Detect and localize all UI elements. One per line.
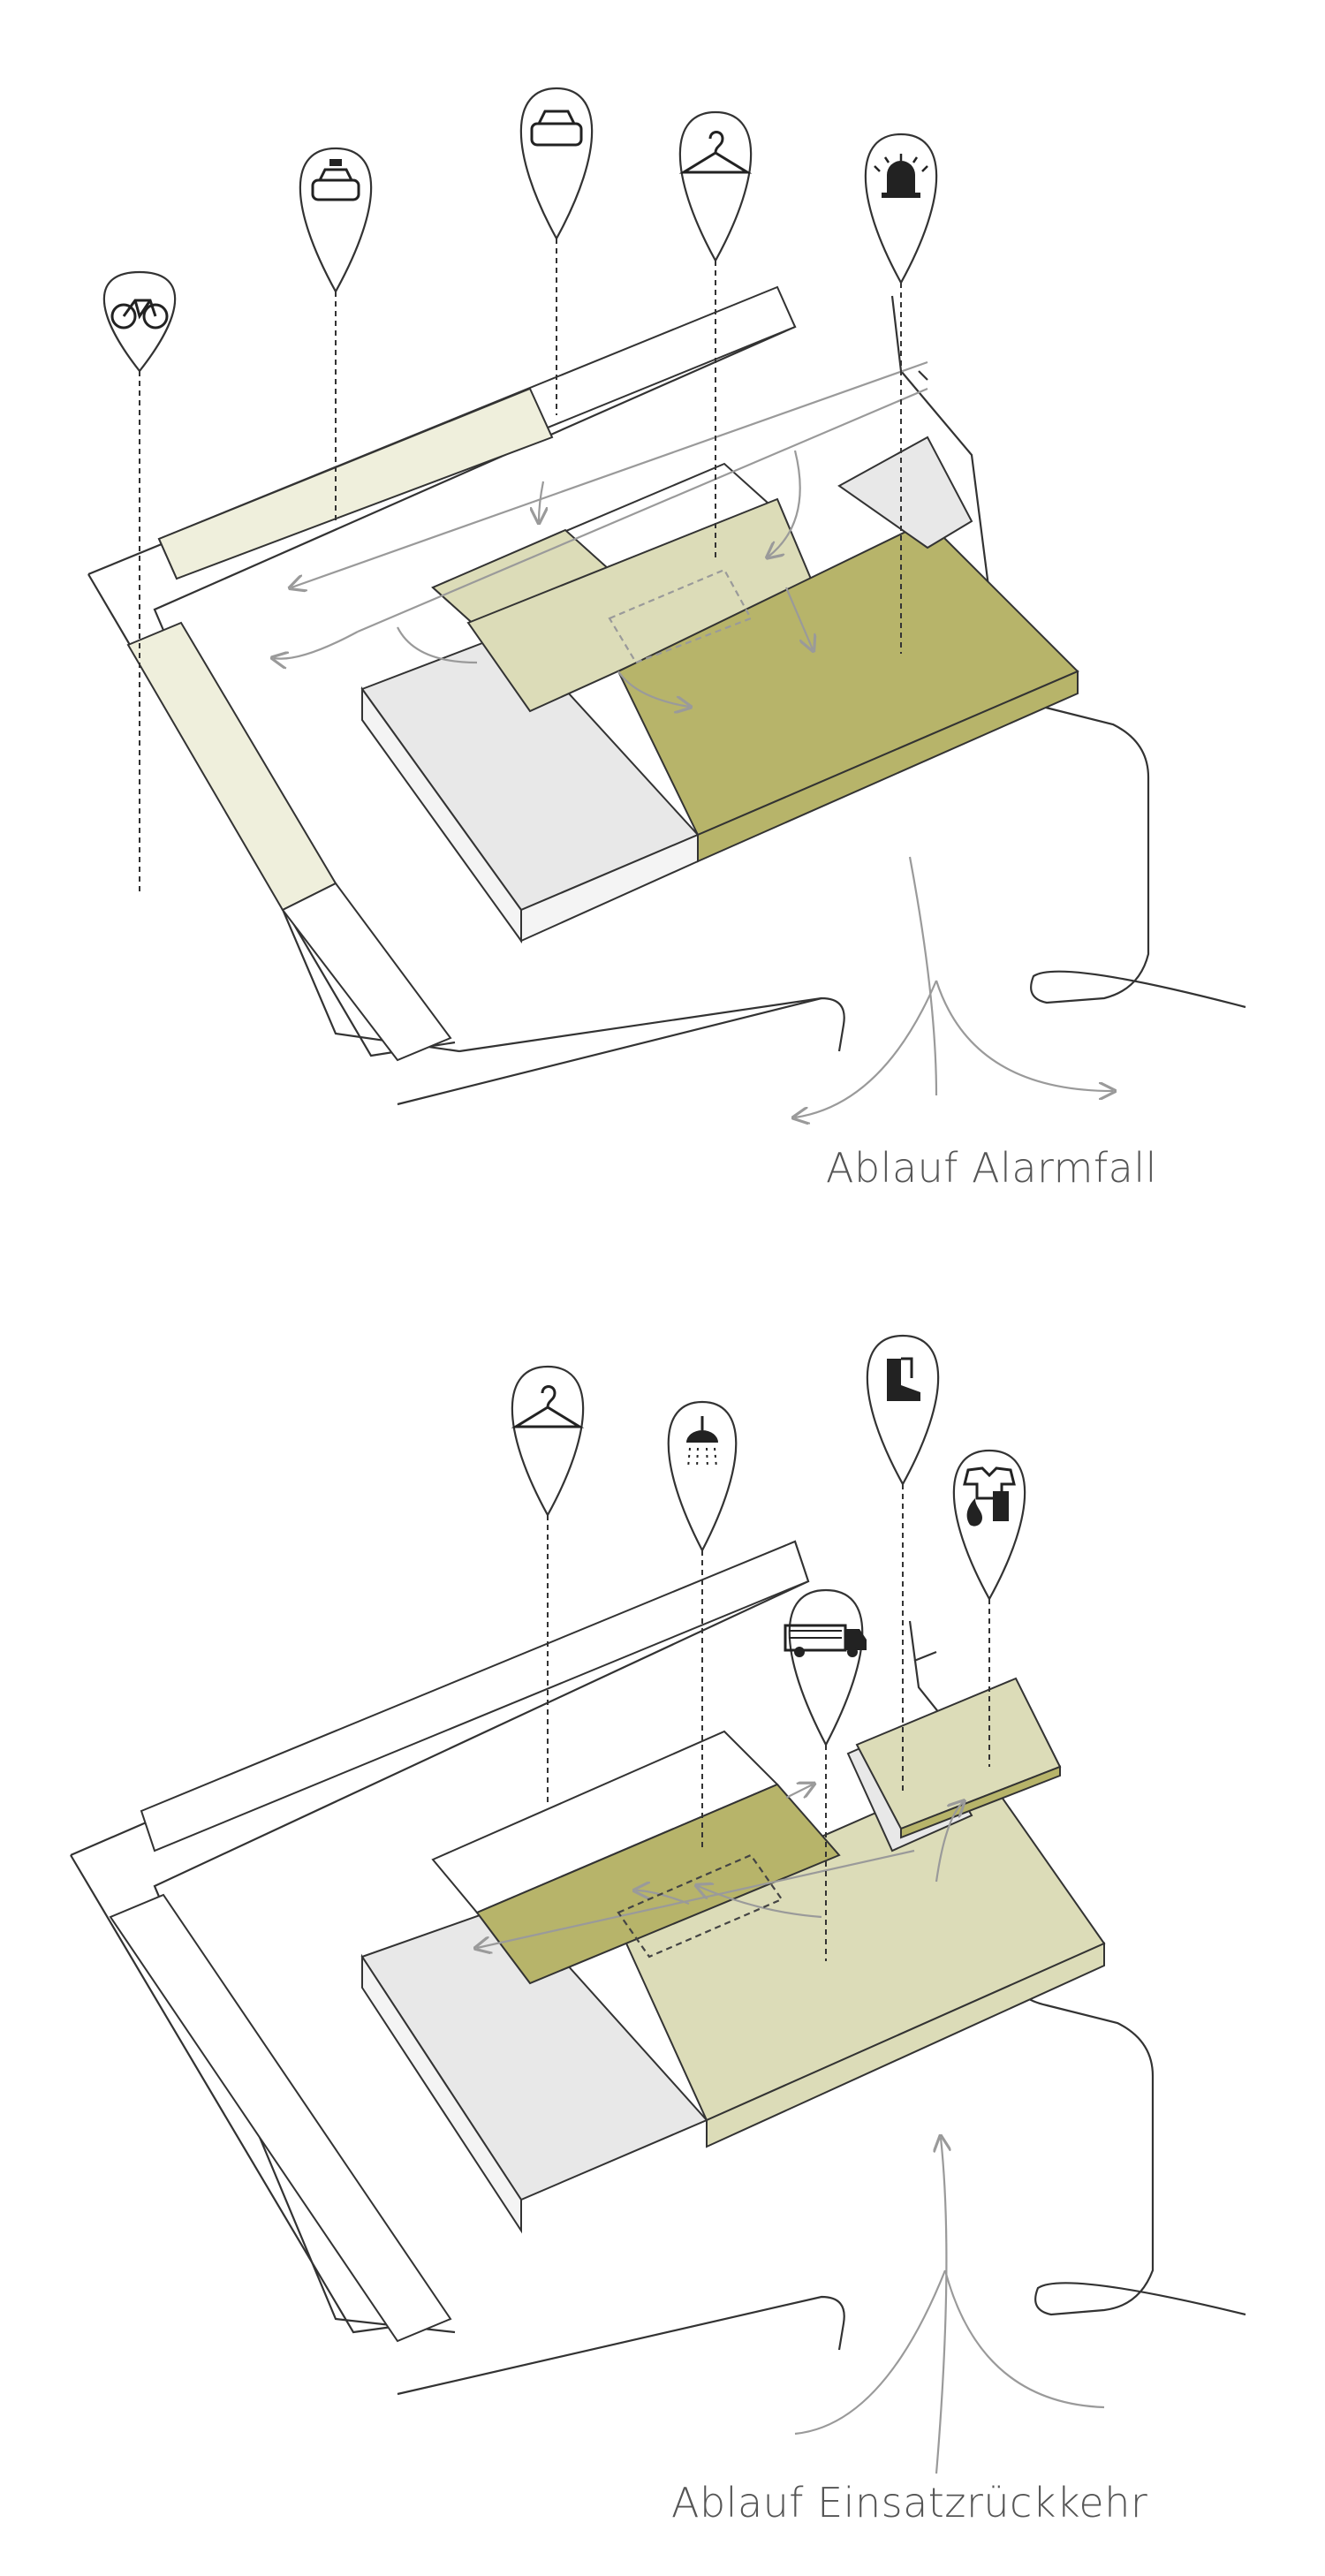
police-car-icon xyxy=(311,159,360,201)
car-icon xyxy=(530,110,583,147)
pin-protective-gear xyxy=(952,1449,1026,1767)
parking-column-left xyxy=(126,621,452,1062)
siren-icon xyxy=(874,154,928,198)
building-return xyxy=(360,1677,1106,2234)
building-alarm xyxy=(360,436,1079,944)
shower-icon xyxy=(686,1416,718,1468)
pin-boots xyxy=(866,1334,940,1793)
pin-fire-truck xyxy=(784,1588,867,1961)
pin-police-car xyxy=(299,147,373,521)
parking-row-back-2 xyxy=(140,1540,810,1852)
icon-pins-return xyxy=(511,1334,1026,1961)
pin-hanger-2 xyxy=(511,1365,585,1807)
pin-hanger xyxy=(678,110,753,561)
parking-column-left-2 xyxy=(109,1893,452,2343)
pin-shower xyxy=(667,1400,738,1851)
icon-pins-alarm xyxy=(102,87,938,892)
diagram-return xyxy=(70,1334,1246,2474)
pin-siren xyxy=(864,133,938,654)
parking-row-back xyxy=(157,285,797,580)
hanger-icon xyxy=(511,1385,585,1428)
protective-gear-icon xyxy=(963,1466,1016,1527)
diagram-alarm xyxy=(87,87,1246,1118)
hanger-icon xyxy=(678,131,753,174)
flow-arrows-alarm xyxy=(274,360,1113,1118)
pin-bicycle xyxy=(102,270,177,892)
caption-return: Ablauf Einsatzrückkehr xyxy=(671,2479,1148,2527)
fire-truck-icon xyxy=(784,1624,867,1657)
flow-arrows-return xyxy=(477,1784,1105,2474)
boots-icon xyxy=(887,1357,920,1401)
caption-alarm: Ablauf Alarmfall xyxy=(826,1144,1157,1192)
bicycle-icon xyxy=(110,299,169,330)
pin-car xyxy=(519,87,594,415)
